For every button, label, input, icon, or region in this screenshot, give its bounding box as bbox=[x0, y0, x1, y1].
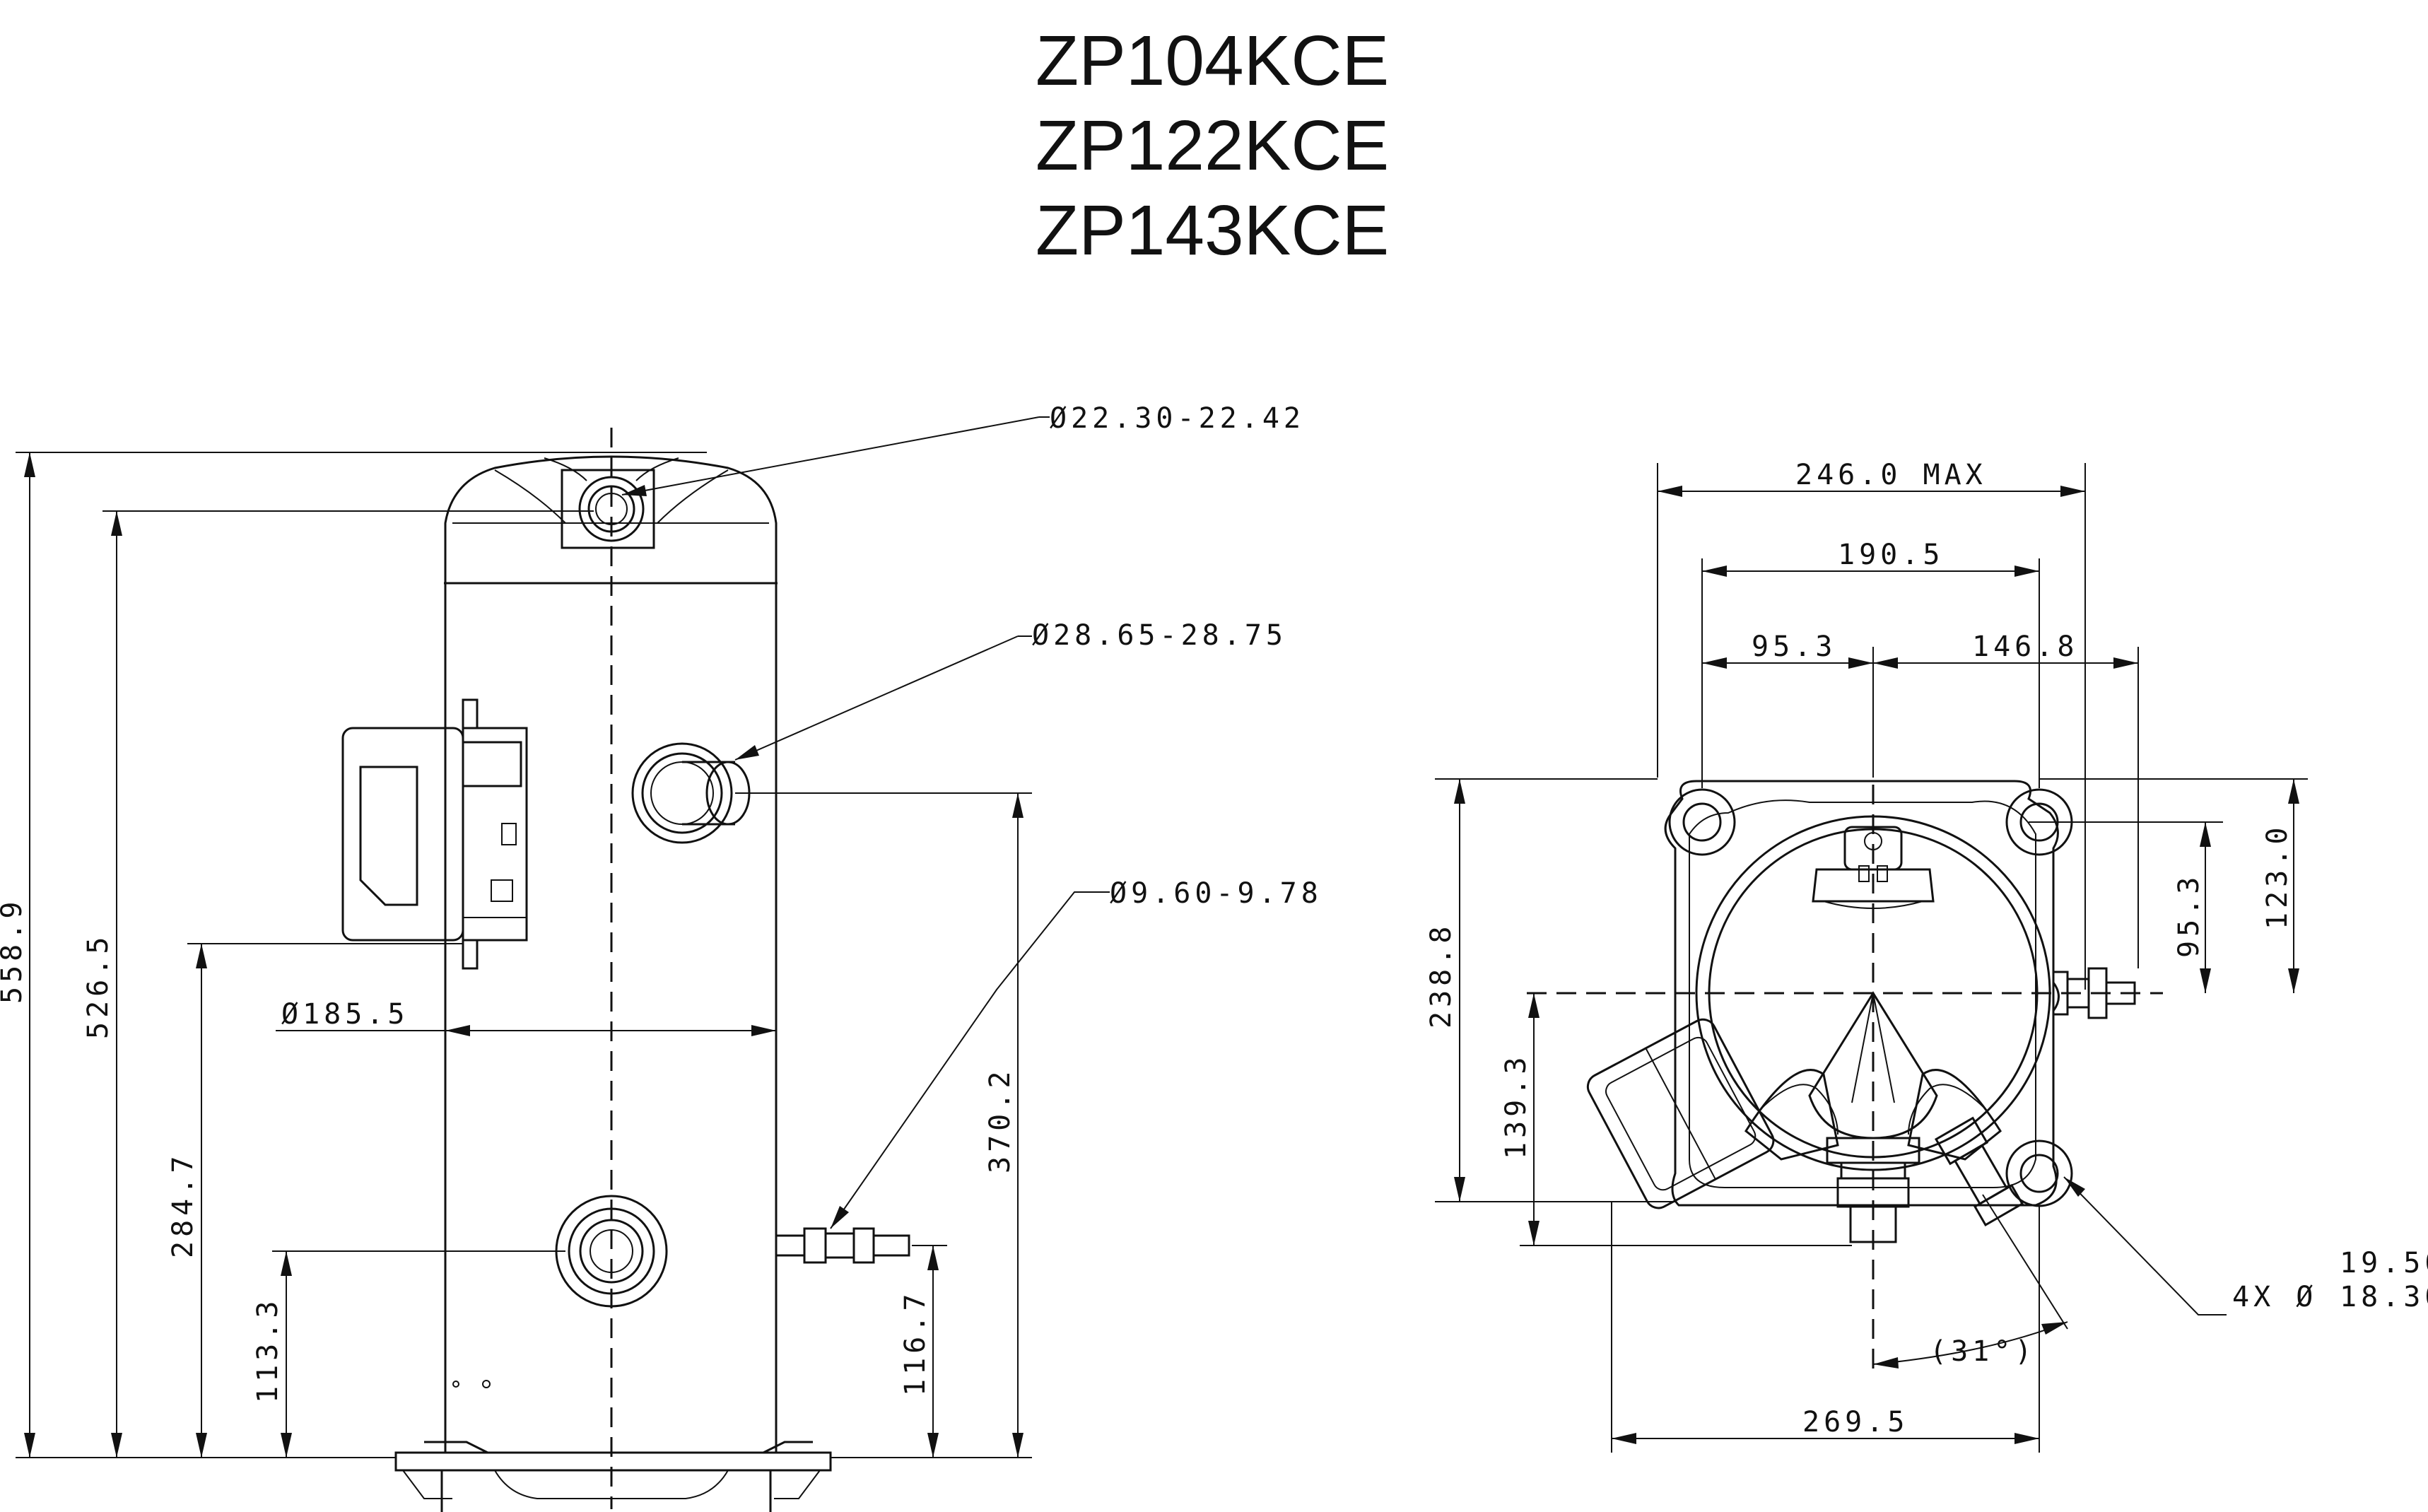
label-holes-count: 4X Ø bbox=[2232, 1281, 2317, 1313]
dim-left-offset: 95.3 bbox=[1752, 631, 1836, 663]
dim-shell-diameter: Ø185.5 bbox=[281, 998, 409, 1031]
dim-lower-fitting-height: 113.3 bbox=[252, 1297, 284, 1403]
side-view: 558.9 526.5 284.7 113.3 Ø185.5 370.2 bbox=[0, 402, 1323, 1512]
suction-fitting-icon bbox=[561, 469, 655, 549]
dim-right-small: 95.3 bbox=[2173, 873, 2205, 958]
model-title-1: ZP104KCE bbox=[1036, 21, 1389, 100]
dim-hole-spacing: 190.5 bbox=[1838, 539, 1944, 571]
dim-terminal-height: 284.7 bbox=[167, 1152, 199, 1258]
discharge-fitting-icon bbox=[631, 742, 751, 844]
dim-depth-total: 238.8 bbox=[1425, 922, 1458, 1028]
dim-depth-lower: 139.3 bbox=[1500, 1053, 1532, 1159]
label-suction-diameter: Ø22.30-22.42 bbox=[1050, 402, 1305, 435]
dim-angle: (31°) bbox=[1930, 1335, 2036, 1368]
dim-max-width: 246.0 MAX bbox=[1795, 459, 1987, 491]
label-hole-max: 19.50 bbox=[2340, 1247, 2428, 1279]
model-title-3: ZP143KCE bbox=[1036, 191, 1389, 270]
model-title-2: ZP122KCE bbox=[1036, 106, 1389, 185]
dim-base-width: 269.5 bbox=[1802, 1406, 1908, 1438]
small-fitting-icon bbox=[775, 1227, 910, 1264]
dim-discharge-height: 370.2 bbox=[984, 1067, 1016, 1173]
label-small-fitting-diameter: Ø9.60-9.78 bbox=[1110, 877, 1323, 910]
label-discharge-diameter: Ø28.65-28.75 bbox=[1032, 619, 1287, 652]
top-view: 246.0 MAX 190.5 95.3 146.8 238.8 139.3 bbox=[1425, 459, 2428, 1453]
terminal-box-top-icon bbox=[1586, 1018, 1775, 1209]
dim-overall-height: 558.9 bbox=[0, 898, 28, 1004]
dim-right-large: 123.0 bbox=[2261, 824, 2294, 930]
dim-right-offset: 146.8 bbox=[1972, 631, 2078, 663]
dim-small-fitting-height: 116.7 bbox=[899, 1290, 932, 1396]
dim-suction-height: 526.5 bbox=[82, 933, 115, 1039]
label-hole-min: 18.30 bbox=[2340, 1281, 2428, 1313]
terminal-box-icon bbox=[341, 698, 528, 970]
